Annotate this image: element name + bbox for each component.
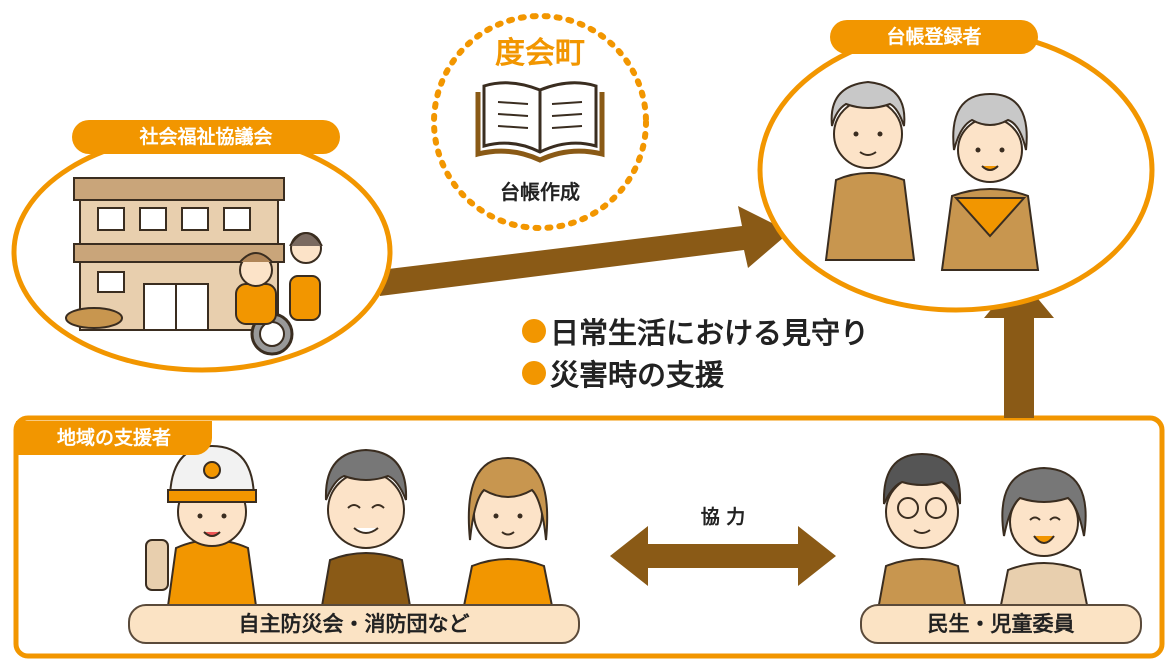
cooperation-arrow [610, 526, 836, 586]
woman-illustration [462, 456, 554, 607]
wheelchair-illustration [235, 232, 323, 356]
bullet-disaster-support: 災害時の支援 [522, 352, 724, 394]
firefighter-illustration [145, 444, 258, 607]
bullet-text: 日常生活における見守り [550, 316, 870, 350]
town-label: 度会町 [495, 36, 585, 71]
registrants-label: 台帳登録者 [830, 20, 1038, 54]
community-supporters-label: 地域の支援者 [16, 421, 212, 455]
ledger-creation-label: 台帳作成 [500, 180, 580, 204]
volunteer-groups-caption: 自主防災会・消防団など [128, 604, 580, 644]
commissioner-woman-illustration [998, 466, 1090, 611]
council-label: 社会福祉協議会 [72, 120, 340, 154]
cooperation-label: 協 力 [700, 506, 746, 528]
bullet-dot [522, 319, 546, 343]
commissioner-man-illustration [876, 452, 968, 611]
supporters-to-registrants-arrow [984, 276, 1054, 418]
bullet-daily-watch: 日常生活における見守り [522, 310, 869, 352]
elderly-couple-illustration [824, 80, 1040, 271]
council-to-registrants-arrow [380, 206, 790, 296]
man-illustration [320, 448, 412, 607]
welfare-commissioners-caption: 民生・児童委員 [860, 604, 1142, 644]
bullet-dot [522, 361, 546, 385]
bullet-text: 災害時の支援 [550, 358, 725, 392]
book-icon [475, 81, 605, 163]
community-supporters-frame [13, 415, 1165, 659]
